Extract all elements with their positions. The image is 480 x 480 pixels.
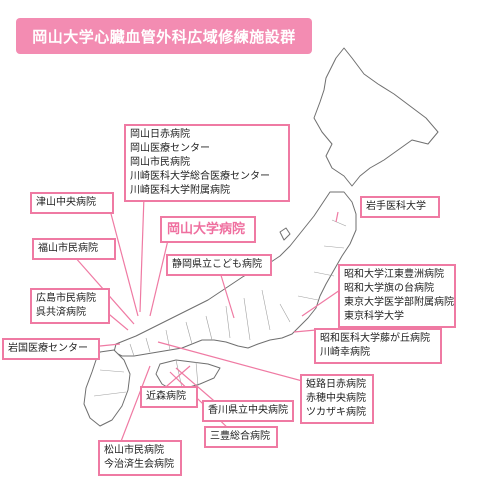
label-line: 川崎幸病院 <box>320 347 370 358</box>
label-mitoyo: 三豊総合病院 <box>204 426 278 448</box>
label-kagawa: 香川県立中央病院 <box>202 400 294 422</box>
label-tokyo-hospitals: 昭和大学江東豊洲病院 昭和大学旗の台病院 東京大学医学部附属病院 東京科学大学 <box>338 264 456 328</box>
label-iwate: 岩手医科大学 <box>360 196 440 218</box>
label-line: 川崎医科大学附属病院 <box>130 185 230 196</box>
label-okayama-university-hospital: 岡山大学病院 <box>160 216 256 243</box>
label-line: 三豊総合病院 <box>210 431 270 442</box>
label-line: 岡山大学病院 <box>167 222 246 237</box>
label-kinki: 近森病院 <box>140 386 198 408</box>
hokkaido-island <box>313 47 439 187</box>
label-line: 津山中央病院 <box>36 197 96 208</box>
label-line: 岡山医療センター <box>130 143 210 154</box>
label-line: 姫路日赤病院 <box>306 379 366 390</box>
label-ehime-hospitals: 松山市民病院 今治済生会病院 <box>98 440 182 476</box>
page-title: 岡山大学心臓血管外科広域修練施設群 <box>16 18 312 54</box>
label-line: 松山市民病院 <box>104 445 164 456</box>
label-line: 香川県立中央病院 <box>208 405 288 416</box>
label-line: 静岡県立こども病院 <box>172 259 262 270</box>
label-line: 呉共済病院 <box>36 307 86 318</box>
label-line: 川崎医科大学総合医療センター <box>130 171 270 182</box>
label-line: 赤穂中央病院 <box>306 393 366 404</box>
label-line: ツカザキ病院 <box>306 407 366 418</box>
label-line: 岩国医療センター <box>8 343 88 354</box>
label-line: 東京科学大学 <box>344 311 404 322</box>
shikoku-island <box>155 359 221 391</box>
label-line: 岡山日赤病院 <box>130 129 190 140</box>
label-line: 岡山市民病院 <box>130 157 190 168</box>
label-kanagawa-hospitals: 昭和医科大学藤が丘病院 川崎幸病院 <box>314 328 442 364</box>
label-hiroshima-hospitals: 広島市民病院 呉共済病院 <box>30 288 110 324</box>
label-line: 今治済生会病院 <box>104 459 174 470</box>
label-shizuoka: 静岡県立こども病院 <box>166 254 272 276</box>
label-iwakuni: 岩国医療センター <box>2 338 100 360</box>
label-line: 岩手医科大学 <box>366 201 426 212</box>
label-line: 昭和医科大学藤が丘病院 <box>320 333 430 344</box>
label-line: 東京大学医学部附属病院 <box>344 297 454 308</box>
label-okayama-hospitals: 岡山日赤病院 岡山医療センター 岡山市民病院 川崎医科大学総合医療センター 川崎… <box>124 124 290 202</box>
label-fukuyama: 福山市民病院 <box>32 238 116 260</box>
label-line: 広島市民病院 <box>36 293 96 304</box>
label-tsuyama: 津山中央病院 <box>30 192 114 214</box>
label-line: 近森病院 <box>146 391 186 402</box>
label-line: 昭和大学江東豊洲病院 <box>344 269 444 280</box>
label-line: 福山市民病院 <box>38 243 98 254</box>
kyushu-island <box>83 349 131 427</box>
label-line: 昭和大学旗の台病院 <box>344 283 434 294</box>
sado-island <box>279 227 291 241</box>
label-hyogo-hospitals: 姫路日赤病院 赤穂中央病院 ツカザキ病院 <box>300 374 374 424</box>
